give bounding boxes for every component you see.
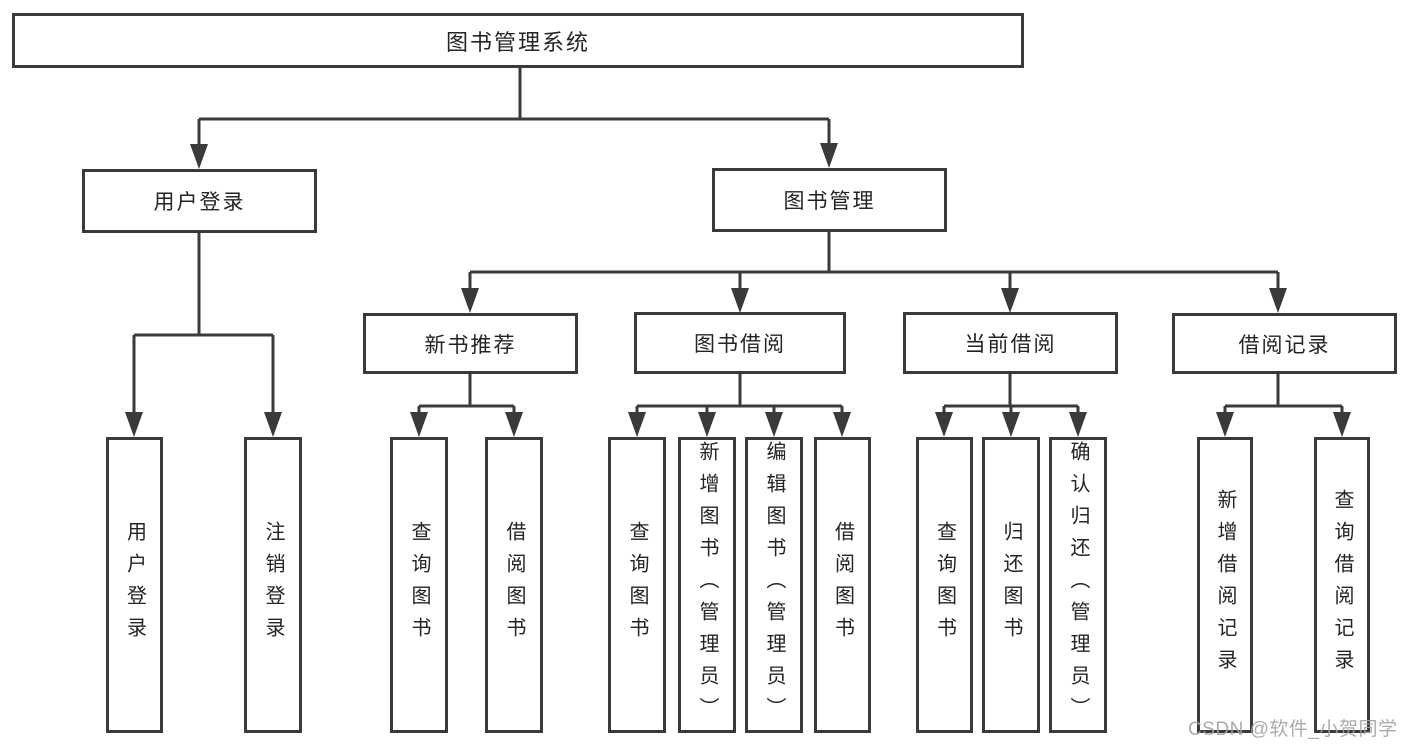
arrowhead	[1333, 412, 1351, 437]
leaf-label: 用户登录	[123, 521, 146, 649]
arrowhead	[833, 412, 851, 437]
leaf-add-borrow-record: 新增借阅记录	[1197, 437, 1253, 733]
node-current-borrowing: 当前借阅	[903, 312, 1118, 374]
leaf-borrow-books-2: 借阅图书	[814, 437, 871, 733]
arrowheads	[125, 143, 1351, 437]
leaf-query-books-3: 查询图书	[916, 437, 973, 733]
leaf-add-books-admin: 新增图书（管理员）	[678, 437, 736, 733]
leaf-label: 编辑图书（管理员）	[763, 441, 785, 729]
arrowhead	[765, 412, 783, 437]
arrowhead	[125, 412, 143, 437]
arrowhead	[190, 144, 208, 169]
node-new-book-recommend: 新书推荐	[363, 313, 578, 374]
arrowhead	[264, 412, 282, 437]
leaf-label: 注销登录	[262, 521, 284, 649]
arrowhead	[820, 143, 838, 168]
leaf-logout: 注销登录	[244, 437, 302, 733]
arrowhead	[1001, 288, 1019, 313]
arrowhead	[698, 412, 716, 437]
node-label: 图书借阅	[694, 333, 786, 356]
arrowhead	[731, 288, 749, 313]
arrowhead	[461, 288, 479, 313]
leaf-label: 新增借阅记录	[1214, 489, 1236, 681]
leaf-label: 新增图书（管理员）	[696, 441, 718, 729]
leaf-user-login: 用户登录	[106, 437, 163, 733]
node-label: 图书管理	[783, 190, 876, 213]
arrowhead	[1069, 412, 1087, 437]
leaf-label: 借阅图书	[503, 521, 525, 649]
leaf-label: 归还图书	[1000, 521, 1022, 649]
node-label: 图书管理系统	[445, 29, 590, 55]
arrowhead	[1269, 288, 1287, 313]
leaf-label: 查询图书	[626, 521, 648, 649]
node-book-management-group: 图书管理	[712, 168, 947, 232]
node-label: 用户登录	[153, 191, 246, 214]
leaf-query-books-2: 查询图书	[608, 437, 666, 733]
arrowhead	[935, 412, 953, 437]
leaf-query-books-1: 查询图书	[390, 437, 448, 733]
csdn-watermark: CSDN @软件_小贺同学	[1188, 719, 1398, 740]
node-label: 借阅记录	[1238, 333, 1331, 357]
node-root-system: 图书管理系统	[12, 13, 1024, 68]
leaf-return-books: 归还图书	[982, 437, 1040, 733]
leaf-label: 查询图书	[408, 521, 430, 649]
node-user-login-group: 用户登录	[82, 169, 317, 233]
leaf-confirm-return-admin: 确认归还（管理员）	[1049, 437, 1107, 733]
arrowhead	[505, 412, 523, 437]
node-book-borrowing: 图书借阅	[634, 312, 846, 374]
leaf-label: 确认归还（管理员）	[1067, 441, 1089, 729]
leaf-label: 查询借阅记录	[1331, 489, 1353, 681]
arrowhead	[410, 412, 428, 437]
leaf-label: 查询图书	[933, 521, 956, 649]
node-label: 当前借阅	[964, 333, 1057, 356]
leaf-query-borrow-record: 查询借阅记录	[1314, 437, 1370, 733]
node-borrowing-records: 借阅记录	[1172, 313, 1397, 374]
leaf-edit-books-admin: 编辑图书（管理员）	[745, 437, 803, 733]
node-label: 新书推荐	[424, 333, 517, 357]
arrowhead	[628, 412, 646, 437]
tree-edges	[132, 68, 1344, 414]
arrowhead	[1216, 412, 1234, 437]
leaf-label: 借阅图书	[831, 521, 854, 649]
leaf-borrow-books-1: 借阅图书	[485, 437, 543, 733]
arrowhead	[1002, 412, 1020, 437]
